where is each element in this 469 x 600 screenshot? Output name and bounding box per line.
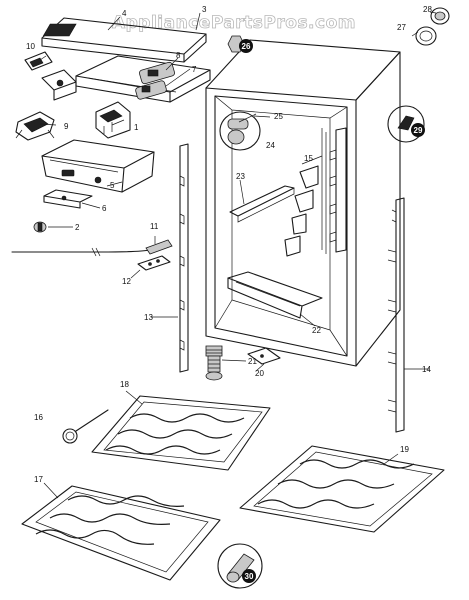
watermark-text: AppliancePartsPros.com (112, 13, 356, 33)
callout-2: 2 (75, 223, 80, 232)
gasket-19 (239, 445, 445, 533)
thermostat-part-7 (135, 80, 167, 100)
holder-24 (219, 111, 261, 151)
leveling-leg-21 (205, 345, 223, 381)
housing-5 (41, 139, 155, 193)
front-rail-right (329, 127, 347, 253)
callouts: 3 4 10 8 7 9 1 5 6 2 11 12 13 14 15 23 2… (26, 5, 432, 484)
callout-27: 27 (397, 23, 406, 32)
cap-28 (430, 7, 450, 25)
callout-13: 13 (144, 313, 153, 322)
top-cover-4 (41, 17, 207, 63)
capillary-tube-11 (11, 239, 173, 257)
cap-27 (415, 26, 437, 46)
badge-26: 26 (239, 39, 253, 53)
callout-8: 8 (176, 51, 181, 60)
callout-18: 18 (120, 380, 129, 389)
gasket-17 (21, 485, 221, 581)
bumper-30 (217, 543, 263, 589)
callout-25: 25 (274, 112, 283, 121)
clip-12 (137, 255, 171, 271)
drip-tray-22 (227, 271, 323, 319)
callout-3: 3 (202, 5, 207, 14)
bracket-20 (247, 347, 281, 365)
callout-15: 15 (304, 154, 313, 163)
switch-box (41, 69, 77, 101)
callout-30: 30 (245, 572, 254, 581)
callout-6: 6 (102, 204, 107, 213)
callout-21: 21 (248, 357, 257, 366)
plate-6 (43, 189, 93, 209)
knob-2 (33, 221, 47, 233)
callout-5: 5 (110, 181, 115, 190)
clamp-9 (15, 111, 55, 141)
callout-22: 22 (312, 326, 321, 335)
callout-11: 11 (150, 222, 159, 231)
leader-lines (39, 11, 437, 499)
callout-7: 7 (192, 65, 197, 74)
callout-28: 28 (423, 5, 432, 14)
callout-29: 29 (414, 126, 423, 135)
callout-10: 10 (26, 42, 35, 51)
callout-14: 14 (422, 365, 431, 374)
callout-12: 12 (122, 277, 131, 286)
cabinet (205, 39, 401, 367)
gasket-18 (91, 395, 271, 471)
callout-19: 19 (400, 445, 409, 454)
relay-1 (95, 101, 131, 139)
callout-16: 16 (34, 413, 43, 422)
callout-20: 20 (255, 369, 264, 378)
callout-17: 17 (34, 475, 43, 484)
thermometer-16 (62, 409, 109, 444)
callout-1: 1 (134, 123, 139, 132)
callout-23: 23 (236, 172, 245, 181)
thermostat-part-8 (139, 61, 175, 85)
bracket-10 (24, 51, 53, 71)
door-rail-14 (387, 197, 405, 433)
shelf-rail-23 (229, 185, 295, 223)
badge-29: 29 (411, 123, 425, 137)
shelf-supports (284, 165, 319, 257)
hinge-strip-13 (179, 143, 189, 373)
callout-9: 9 (64, 122, 69, 131)
callout-26: 26 (242, 42, 251, 51)
callout-24: 24 (266, 141, 275, 150)
callout-4: 4 (122, 9, 127, 18)
badge-30: 30 (242, 569, 256, 583)
clip-29 (387, 105, 425, 143)
